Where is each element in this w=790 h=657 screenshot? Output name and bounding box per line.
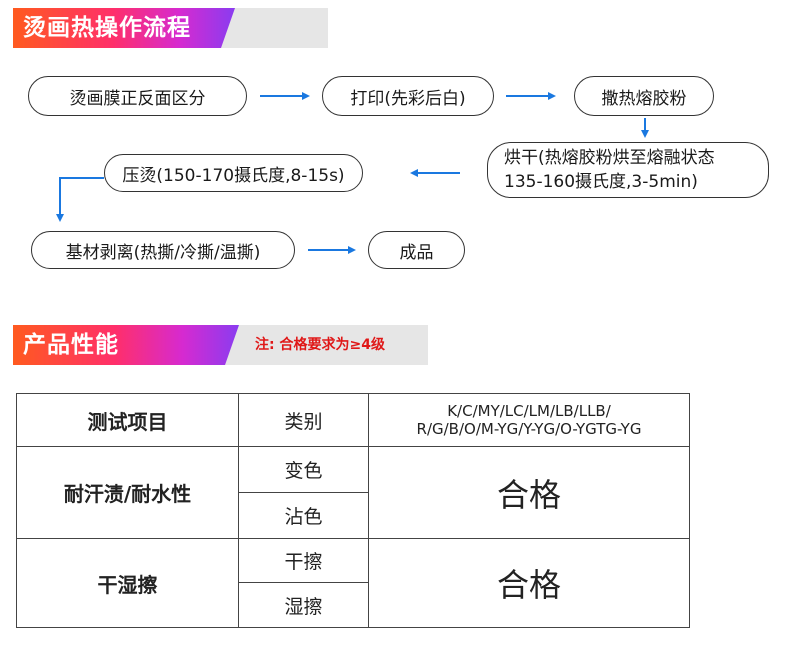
header-category: 类别 — [238, 393, 369, 447]
table-header-row: 测试项目 类别 K/C/MY/LC/LM/LB/LLB/ R/G/B/O/M-Y… — [16, 393, 690, 447]
table-row: 湿擦 — [17, 582, 690, 628]
group2-result: 合格 — [368, 538, 690, 628]
step-print: 打印(先彩后白) — [322, 76, 494, 116]
group2-cat2: 湿擦 — [238, 582, 369, 628]
step-press: 压烫(150-170摄氏度,8-15s) — [104, 154, 363, 192]
group1-name: 耐汗渍/耐水性 — [16, 446, 239, 539]
group1-result: 合格 — [368, 446, 690, 539]
step-dry-line2: 135-160摄氏度,3-5min) — [504, 172, 698, 192]
performance-note: 注: 合格要求为≥4级 — [255, 337, 385, 353]
group1-cat2: 沾色 — [238, 492, 369, 539]
header-colors: K/C/MY/LC/LM/LB/LLB/ R/G/B/O/M-YG/Y-YG/O… — [368, 393, 690, 447]
step-peel: 基材剥离(热撕/冷撕/温撕) — [31, 231, 295, 269]
banner-gradient — [13, 325, 239, 365]
performance-banner: 产品性能 注: 合格要求为≥4级 — [13, 325, 428, 365]
banner-gradient — [13, 8, 235, 48]
header-colors-line2: R/G/B/O/M-YG/Y-YG/O-YGTG-YG — [416, 420, 642, 438]
arrow-5-6 — [56, 177, 104, 222]
header-test-item: 测试项目 — [16, 393, 239, 447]
step-dry-line1: 烘干(热熔胶粉烘至熔融状态 — [504, 148, 715, 168]
process-title: 烫画热操作流程 — [23, 15, 191, 41]
group2-cat1: 干擦 — [238, 538, 369, 583]
table-row: 干湿擦 干擦 合格 — [16, 538, 690, 628]
step-film-side: 烫画膜正反面区分 — [28, 76, 247, 116]
step-finished: 成品 — [368, 231, 465, 269]
performance-title: 产品性能 — [23, 332, 119, 358]
table-row: 耐汗渍/耐水性 变色 合格 — [16, 446, 690, 539]
step-powder: 撒热熔胶粉 — [574, 76, 714, 116]
process-banner: 烫画热操作流程 — [13, 8, 328, 48]
step-dry: 烘干(热熔胶粉烘至熔融状态 135-160摄氏度,3-5min) — [487, 142, 769, 198]
performance-table: 测试项目 类别 K/C/MY/LC/LM/LB/LLB/ R/G/B/O/M-Y… — [16, 393, 690, 628]
group1-cat1: 变色 — [238, 446, 369, 493]
header-colors-line1: K/C/MY/LC/LM/LB/LLB/ — [447, 402, 611, 420]
group2-name: 干湿擦 — [16, 538, 239, 628]
